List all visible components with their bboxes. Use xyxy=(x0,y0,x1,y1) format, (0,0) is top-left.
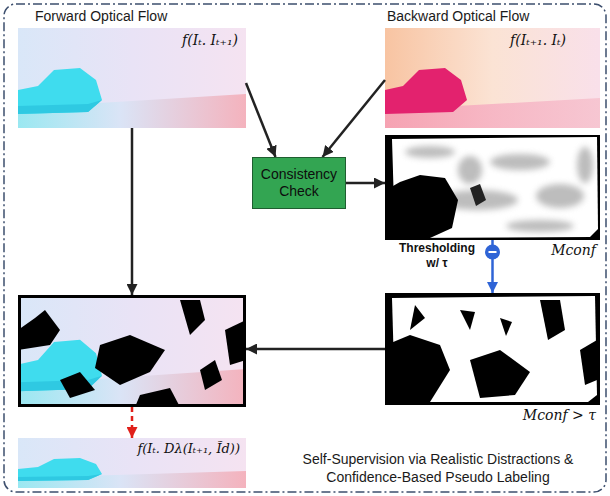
math-label: Mconf > τ xyxy=(523,407,596,423)
masked-flow-panel xyxy=(18,295,246,407)
minus-symbol xyxy=(485,245,500,260)
panel-heading: Forward Optical Flow xyxy=(35,8,167,24)
masked-flow xyxy=(18,295,246,407)
flow-image xyxy=(385,28,600,128)
flow-arrow xyxy=(323,80,386,157)
mask-panel: Mconf xyxy=(385,135,600,240)
flow-arrow xyxy=(346,182,385,185)
threshold-mask xyxy=(385,293,600,405)
math-label: f(Iₜ. Iₜ₊₁) xyxy=(182,32,238,48)
confidence-map xyxy=(385,135,600,240)
flow-arrow xyxy=(131,128,134,295)
edge-label: Thresholding w/ τ xyxy=(392,241,482,271)
frame xyxy=(4,4,606,492)
process-box: Consistency Check xyxy=(252,157,346,209)
flow-image xyxy=(18,28,246,128)
flow-panel: f(Iₜ. Dλ(Iₜ₊₁, Ĩd)) xyxy=(18,438,246,488)
math-label: Mconf xyxy=(551,242,596,258)
flow-panel: Forward Optical Flowf(Iₜ. Iₜ₊₁) xyxy=(18,28,246,128)
caption: Self-Supervision via Realistic Distracti… xyxy=(272,450,604,486)
flow-arrow xyxy=(131,407,134,438)
panel-heading: Backward Optical Flow xyxy=(387,8,529,24)
math-label: f(Iₜ₊₁. Iₜ) xyxy=(510,32,566,48)
flow-arrow xyxy=(246,348,385,351)
flow-arrow xyxy=(246,83,276,157)
math-label: f(Iₜ. Dλ(Iₜ₊₁, Ĩd)) xyxy=(137,441,240,456)
mask-panel: Mconf > τ xyxy=(385,293,600,405)
flow-image xyxy=(18,438,246,488)
flow-panel: Backward Optical Flowf(Iₜ₊₁. Iₜ) xyxy=(385,28,600,128)
process-label: Consistency Check xyxy=(259,166,339,200)
